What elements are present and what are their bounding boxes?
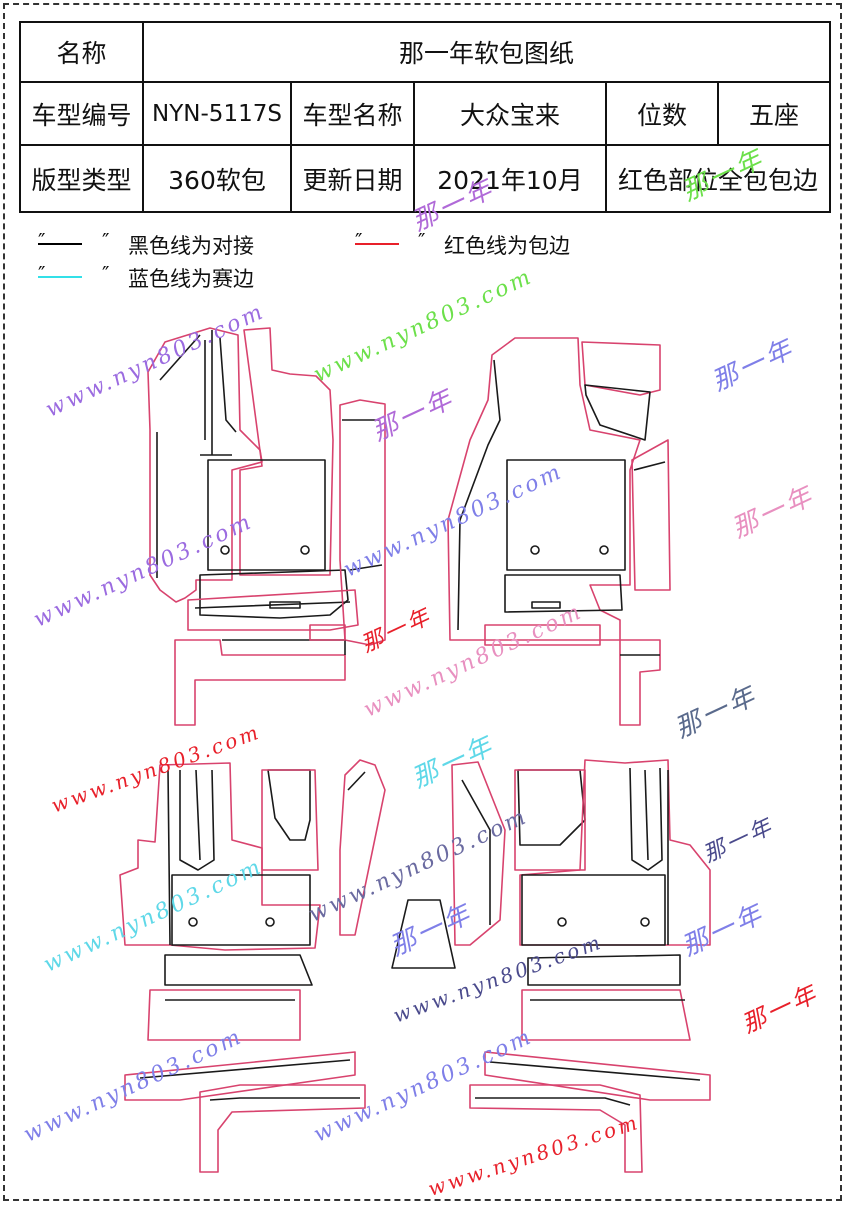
rear-right-floor-panel: [451, 759, 711, 1173]
update-date-label: 更新日期: [290, 144, 415, 213]
legend-blue-text: 蓝色线为赛边: [128, 267, 254, 291]
seats-label: 位数: [605, 81, 719, 146]
quote-mark: ″: [418, 229, 426, 253]
model-name-label: 车型名称: [290, 81, 415, 146]
page-border: [3, 3, 842, 1201]
trim-note-value: 红色部位全包包边: [604, 144, 832, 213]
pattern-type-value: 360软包: [142, 144, 292, 213]
rear-left-floor-panel: [119, 759, 386, 1173]
seats-value: 五座: [716, 81, 832, 146]
quote-mark: ″: [102, 262, 110, 286]
quote-mark: ″: [102, 229, 110, 253]
model-code-label: 车型编号: [19, 81, 144, 146]
update-date-value: 2021年10月: [413, 144, 607, 213]
pattern-type-label: 版型类型: [19, 144, 144, 213]
model-name-value: 大众宝来: [413, 81, 607, 146]
center-tunnel-piece: [391, 899, 456, 969]
document-title: 那一年软包图纸: [141, 21, 832, 83]
front-left-floor-panel: [147, 327, 386, 726]
quote-mark: ″: [38, 229, 46, 253]
model-code-value: NYN-5117S: [142, 81, 292, 146]
black-line-swatch: [38, 243, 82, 245]
quote-mark: ″: [355, 229, 363, 253]
quote-mark: ″: [38, 262, 46, 286]
red-line-swatch: [355, 243, 399, 245]
legend-black-text: 黑色线为对接: [128, 234, 254, 258]
name-label: 名称: [19, 21, 144, 83]
front-right-floor-panel: [447, 337, 671, 726]
blue-line-swatch: [38, 276, 82, 278]
spec-table: 名称 那一年软包图纸 车型编号 NYN-5117S 车型名称 大众宝来 位数 五…: [19, 21, 832, 213]
legend-red-text: 红色线为包边: [444, 234, 570, 258]
